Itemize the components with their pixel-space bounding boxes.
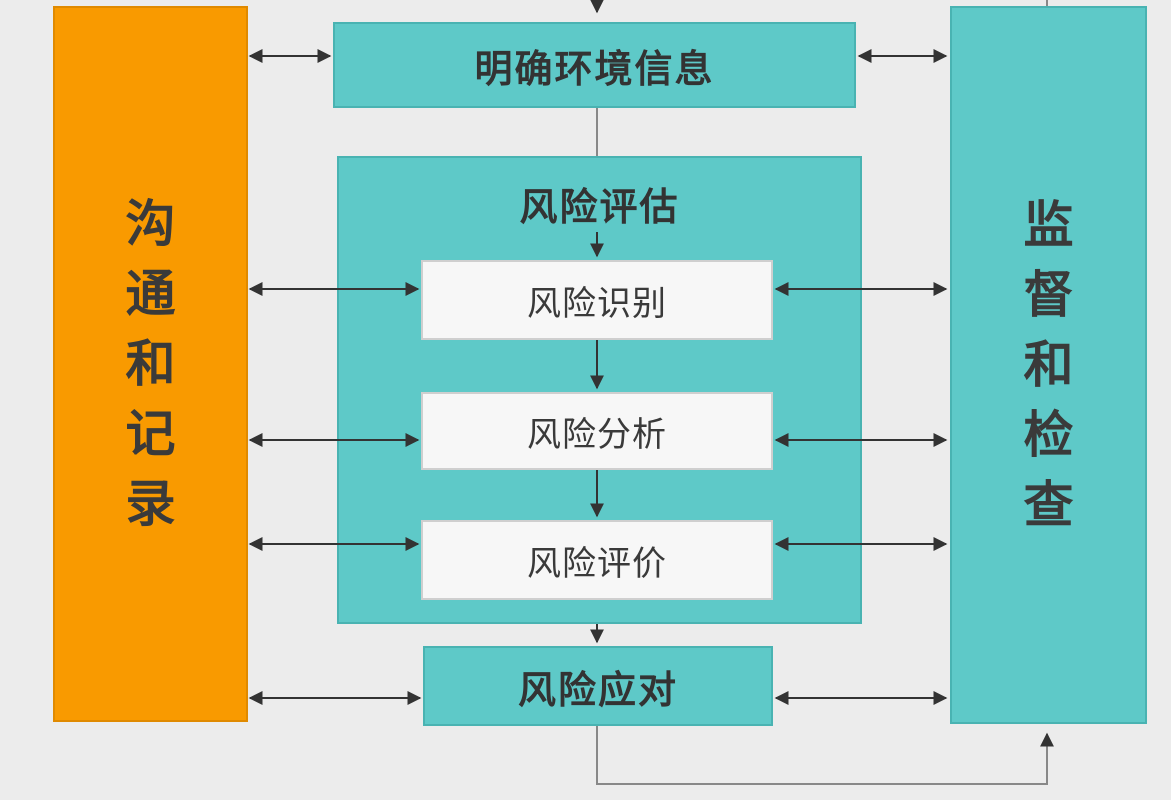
risk-response-label: 风险应对	[517, 667, 678, 712]
left-char: 沟	[125, 195, 176, 253]
establish-context-label: 明确环境信息	[474, 46, 715, 91]
right-char: 检	[1023, 406, 1074, 464]
risk-assessment-title: 风险评估	[519, 185, 680, 229]
right-char: 和	[1023, 336, 1074, 394]
right-char: 查	[1023, 476, 1074, 534]
risk-evaluation-box: 风险评价	[421, 520, 773, 600]
right-char: 督	[1023, 266, 1074, 324]
establish-context-box: 明确环境信息	[333, 22, 856, 108]
left-char: 录	[125, 475, 176, 533]
risk-identification-box: 风险识别	[421, 260, 773, 340]
risk-analysis-box: 风险分析	[421, 392, 773, 470]
risk-response-box: 风险应对	[423, 646, 773, 726]
monitor-review-panel: 监 督 和 检 查	[950, 6, 1147, 724]
risk-analysis-label: 风险分析	[527, 414, 667, 455]
left-char: 和	[125, 335, 176, 393]
left-char: 记	[125, 405, 176, 463]
right-char: 监	[1023, 196, 1074, 254]
risk-identification-label: 风险识别	[527, 283, 667, 324]
communication-record-panel: 沟 通 和 记 录	[53, 6, 248, 722]
arrow-response-to-monitor	[596, 726, 1054, 785]
left-char: 通	[125, 265, 176, 323]
risk-evaluation-label: 风险评价	[527, 543, 667, 584]
